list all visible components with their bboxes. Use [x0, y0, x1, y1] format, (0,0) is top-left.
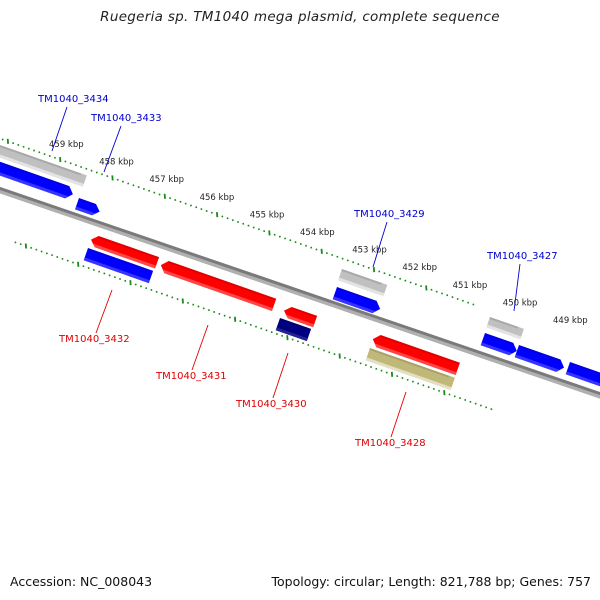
gene-tm1040-3433-shade [75, 206, 96, 216]
gene-tm1040-3428-body [365, 348, 455, 391]
ruler-labels: 459 kbp 458 kbp 457 kbp 456 kbp 455 kbp 454 k… [49, 140, 588, 326]
gene-tm1040-3429-cds-shade [332, 296, 377, 314]
ruler-label: 452 kbp [402, 263, 437, 273]
ruler-label: 453 kbp [352, 246, 387, 256]
label-tm1040-3433: TM1040_3433 [90, 113, 162, 124]
gene-tm1040-3430-rev-edge [291, 306, 318, 318]
gene-forward-b-edge [518, 345, 561, 362]
gene-tm1040-3429-shade [338, 277, 385, 297]
gene-tm1040-3427-cds-shade [480, 342, 513, 356]
label-tm1040-3432: TM1040_3432 [58, 334, 130, 345]
label-tm1040-3431: TM1040_3431 [155, 371, 227, 382]
genome-summary: Topology: circular; Length: 821,788 bp; … [271, 574, 592, 589]
gene-tm1040-3432-shade [83, 257, 150, 284]
gene-tm1040-3431-body [160, 260, 277, 311]
accession-label: Accession: NC_008043 [10, 574, 153, 589]
label-tm1040-3427: TM1040_3427 [486, 251, 558, 262]
gene-tm1040-3432-rev-edge [98, 235, 160, 260]
lower-ruler-ticks [14, 241, 493, 411]
gene-tm1040-3433-a-edge [0, 159, 70, 189]
label-tm1040-3429-leader [372, 221, 388, 268]
gene-tm1040-3430-edge [279, 318, 306, 329]
gene-tm1040-3428-rev-shade [374, 343, 457, 376]
label-tm1040-3429: TM1040_3429 [353, 209, 425, 220]
backbone [0, 186, 600, 396]
ruler-label: 451 kbp [453, 281, 488, 291]
gene-tm1040-3432-body [83, 248, 154, 284]
gene-tm1040-3434-shade [0, 153, 84, 187]
gene-tm1040-3427-cds-edge [484, 333, 514, 345]
gene-tm1040-3433 [75, 198, 100, 216]
ruler-label: 449 kbp [553, 316, 588, 326]
gene-tm1040-3427-cds [480, 333, 517, 356]
ruler-label: 450 kbp [503, 298, 538, 308]
gene-tm1040-3428 [365, 348, 455, 391]
gene-tm1040-3428-rev-edge [380, 334, 460, 365]
gene-tm1040-3427-body [486, 317, 524, 340]
ruler-label: 459 kbp [49, 140, 84, 150]
gene-tm1040-3431-edge [168, 260, 277, 301]
ruler-label: 458 kbp [99, 158, 134, 168]
label-tm1040-3428-leader [390, 391, 407, 438]
gene-tm1040-3430-rev-body [284, 306, 318, 328]
gene-forward-c-edge [569, 362, 600, 379]
gene-tm1040-3430 [275, 318, 312, 342]
label-tm1040-3433-leader [103, 125, 122, 173]
gene-forward-b [514, 345, 565, 372]
gene-forward-c-body [565, 362, 600, 389]
gene-tm1040-3433-edge [78, 198, 96, 206]
gene-tm1040-3430-shade [275, 327, 308, 342]
gene-tm1040-3429 [338, 269, 388, 297]
gene-tm1040-3429-cds-body [332, 287, 381, 314]
gene-tm1040-3427-shade [486, 324, 522, 340]
label-tm1040-3431-leader [191, 324, 209, 371]
gene-tm1040-3433-a-body [0, 159, 73, 199]
label-tm1040-3434: TM1040_3434 [37, 94, 109, 105]
backbone-shadow [0, 189, 600, 399]
map-title: Ruegeria sp. TM1040 mega plasmid, comple… [100, 9, 500, 25]
ruler-label: 454 kbp [300, 228, 335, 238]
gene-tm1040-3432-edge [87, 248, 148, 271]
gene-tm1040-3429-body [338, 269, 388, 297]
gene-tm1040-3434 [0, 145, 87, 187]
ruler-label: 455 kbp [250, 210, 285, 220]
label-tm1040-3430: TM1040_3430 [235, 399, 307, 410]
gene-forward-b-shade [514, 354, 561, 372]
gene-tm1040-3434-edge [0, 145, 82, 176]
ruler-label: 456 kbp [200, 193, 235, 203]
gene-tm1040-3427-edge [489, 317, 519, 329]
label-tm1040-3430-leader [272, 352, 289, 399]
gene-tm1040-3432-rev-shade [92, 243, 157, 269]
gene-tm1040-3428-rev [372, 334, 460, 376]
upper-ruler-ticks [1, 138, 475, 306]
gene-tm1040-3427 [486, 317, 524, 340]
gene-tm1040-3432-rev [91, 235, 160, 269]
gene-tm1040-3427-cds-body [480, 333, 517, 356]
gene-tm1040-3429-edge [341, 269, 382, 285]
label-tm1040-3432-leader [95, 289, 113, 334]
ruler-label: 457 kbp [149, 175, 184, 185]
gene-tm1040-3433-a [0, 159, 73, 199]
gene-tm1040-3432 [83, 248, 154, 284]
label-tm1040-3434-leader [51, 106, 68, 152]
gene-tm1040-3430-rev [284, 306, 318, 328]
gene-tm1040-3433-a-shade [0, 168, 69, 199]
gene-tm1040-3430-body [275, 318, 312, 342]
gene-tm1040-3429-cds-edge [336, 287, 377, 303]
gene-tm1040-3428-shade [365, 357, 452, 391]
gene-labels: TM1040_3434TM1040_3433TM1040_3429TM1040_… [37, 94, 558, 449]
label-tm1040-3428: TM1040_3428 [354, 438, 426, 449]
gene-tm1040-3431 [160, 260, 277, 311]
gene-tm1040-3431-shade [162, 269, 273, 311]
gene-tm1040-3428-edge [369, 348, 450, 378]
gene-tm1040-3430-rev-shade [285, 314, 315, 328]
gene-tm1040-3428-rev-body [372, 334, 460, 376]
gene-features [0, 145, 600, 391]
gene-tm1040-3434-body [0, 145, 87, 187]
gene-tm1040-3432-rev-body [91, 235, 160, 269]
gene-forward-b-body [514, 345, 565, 372]
gene-tm1040-3429-cds [332, 287, 381, 314]
label-tm1040-3427-leader [513, 263, 521, 312]
